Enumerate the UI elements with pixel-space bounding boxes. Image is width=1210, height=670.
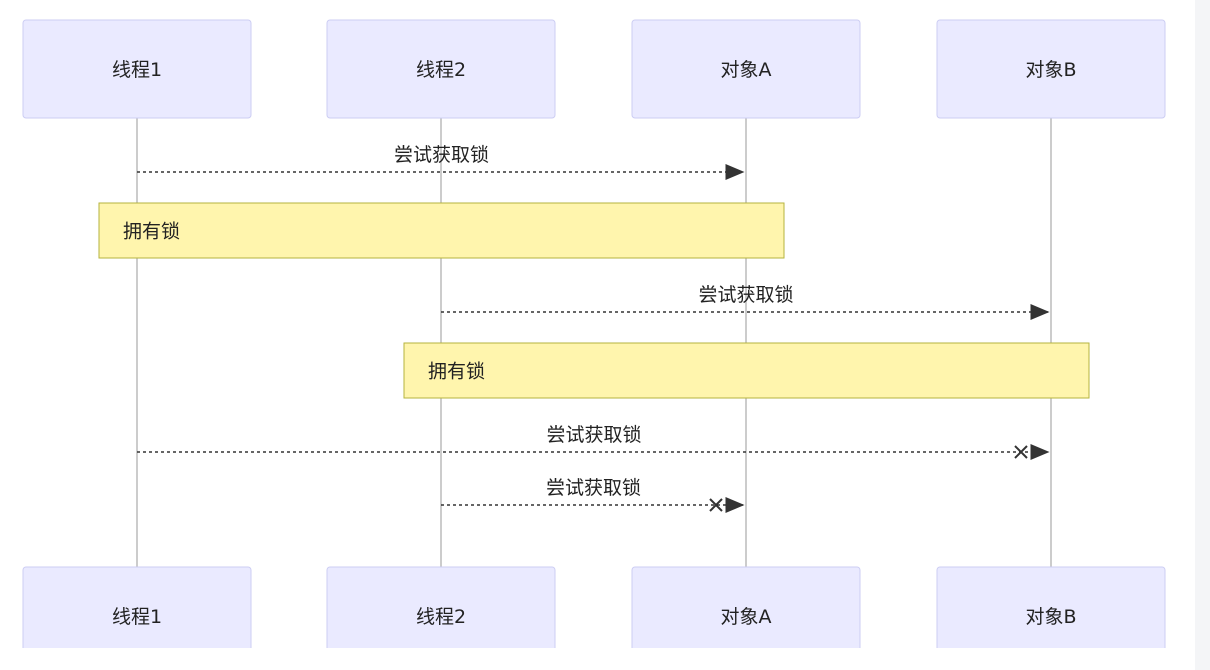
message-label: 尝试获取锁 (698, 284, 793, 306)
actor-label: 对象B (1025, 606, 1076, 628)
bottom-margin (0, 648, 1195, 670)
actor-box-a-bottom: 对象A (631, 566, 861, 666)
scrollbar-track[interactable] (1195, 0, 1210, 670)
actor-box-b-bottom: 对象B (936, 566, 1166, 666)
actor-box-a-top: 对象A (631, 19, 861, 119)
note-1: 拥有锁 (98, 202, 785, 259)
actor-label: 线程1 (112, 59, 162, 81)
note-label: 拥有锁 (123, 221, 180, 243)
message-label: 尝试获取锁 (546, 477, 641, 499)
message-label: 尝试获取锁 (394, 144, 489, 166)
note-2: 拥有锁 (403, 342, 1090, 399)
actor-label: 对象A (721, 606, 772, 628)
note-label: 拥有锁 (428, 361, 485, 383)
cross-icon (709, 498, 723, 512)
cross-icon (1014, 445, 1028, 459)
actor-label: 线程1 (112, 606, 162, 628)
actor-label: 对象A (721, 59, 772, 81)
actor-box-t1-top: 线程1 (22, 19, 252, 119)
message-4: 尝试获取锁 (441, 477, 745, 513)
message-2: 尝试获取锁 (441, 284, 1050, 320)
actor-label: 对象B (1025, 59, 1076, 81)
message-1: 尝试获取锁 (137, 144, 745, 180)
message-3: 尝试获取锁 (137, 424, 1050, 460)
actor-label: 线程2 (416, 59, 466, 81)
actor-box-t2-bottom: 线程2 (326, 566, 556, 666)
message-label: 尝试获取锁 (546, 424, 641, 446)
actor-label: 线程2 (416, 606, 466, 628)
actor-box-b-top: 对象B (936, 19, 1166, 119)
actor-box-t2-top: 线程2 (326, 19, 556, 119)
actor-box-t1-bottom: 线程1 (22, 566, 252, 666)
